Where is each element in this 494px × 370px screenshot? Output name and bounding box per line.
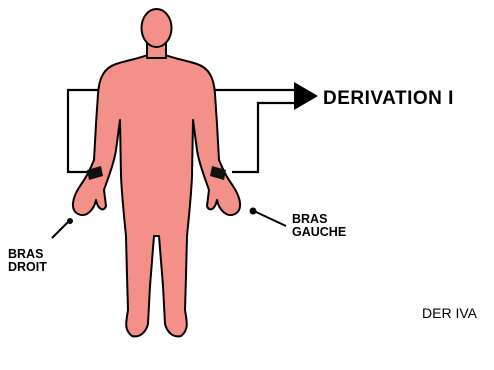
footer-caption: DER IVA [422,305,478,321]
body-silhouette [73,54,240,336]
left-arm-pointer [256,212,286,226]
left-arm-label-line2: GAUCHE [292,225,346,239]
right-arm-pointer [52,222,68,238]
head [142,9,172,47]
right-arm-label-line1: BRAS [8,247,43,261]
lead-arrow-icon [294,82,318,110]
right-arm-pointer-dot [67,218,73,224]
left-arm-pointer-dot [250,208,257,215]
lead-label: DERIVATION I [323,88,454,109]
left-arm-label-line1: BRAS [292,212,327,226]
right-arm-label-line2: DROIT [8,260,47,274]
